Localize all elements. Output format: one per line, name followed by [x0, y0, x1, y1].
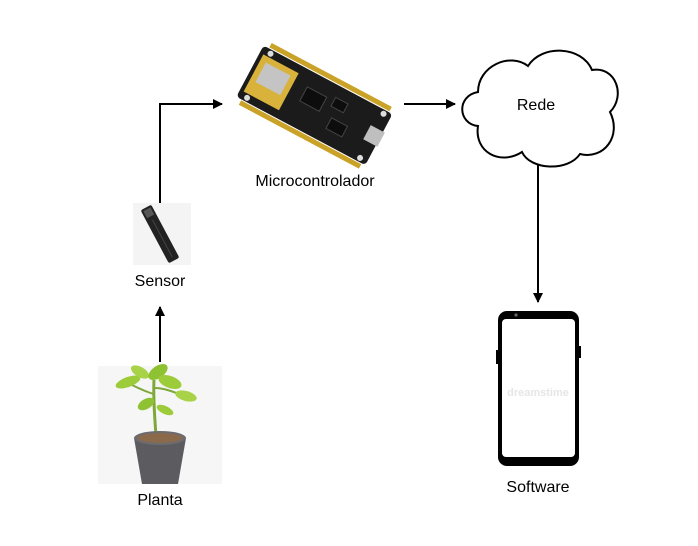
connectors	[155, 99, 543, 362]
plant-label: Planta	[137, 492, 182, 509]
network-label: Rede	[517, 97, 555, 114]
nodemcu-board-icon	[237, 42, 392, 169]
watermark-text: dreamstime	[507, 387, 569, 399]
cloud-icon	[461, 49, 619, 168]
software-label: Software	[506, 479, 569, 496]
arrow-sensor-to-microcontroller	[159, 99, 223, 205]
soil-sensor-icon	[133, 203, 191, 265]
smartphone-icon: dreamstime	[496, 311, 581, 466]
sensor-label: Sensor	[135, 273, 186, 290]
microcontroller-label: Microcontrolador	[255, 173, 375, 190]
potted-plant-icon	[98, 364, 222, 484]
